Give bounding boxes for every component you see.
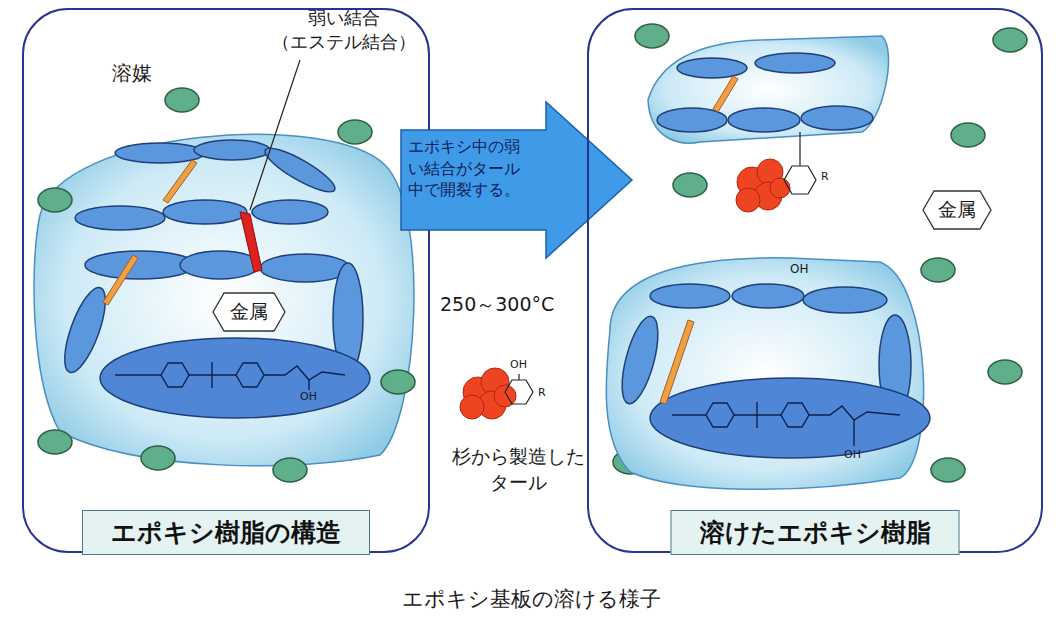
bisphenol-formula	[672, 402, 900, 446]
arrow-shape	[401, 102, 632, 258]
segments	[657, 53, 873, 132]
crosslink	[660, 320, 694, 404]
metal-hexagon: 金属	[212, 292, 286, 332]
weak-bond	[240, 212, 262, 272]
label: OH	[300, 390, 317, 403]
label: 250～300°C	[440, 292, 554, 318]
metal-hexagon: 金属	[922, 190, 992, 230]
panel-heading: エポキシ樹脂の構造	[82, 510, 370, 555]
metal-label: 金属	[922, 190, 992, 230]
label: OH	[510, 358, 527, 371]
resin-blob	[34, 134, 414, 466]
arrow-text: エポキシ中の弱 い結合がタール 中で開裂する。	[408, 136, 536, 201]
label: R	[821, 170, 829, 183]
hexagon-shape	[923, 191, 991, 229]
hexagon-shape	[213, 293, 285, 331]
crosslinks	[103, 160, 197, 305]
phenol-ring	[784, 132, 816, 194]
leader-line	[250, 60, 300, 210]
label: 杉から製造した タール	[448, 444, 588, 496]
bisphenol-formula	[115, 362, 345, 390]
tar-blob	[460, 368, 516, 419]
caption: エポキシ基板の溶ける様子	[402, 585, 661, 613]
resin-fragment	[648, 36, 889, 143]
label: OH	[790, 262, 808, 276]
panel: エポキシ樹脂の構造 金属	[22, 8, 430, 553]
label: R	[538, 386, 546, 399]
label: 溶媒	[112, 60, 152, 87]
solvent-molecules	[38, 24, 1027, 482]
label: 弱い結合 （エステル結合）	[268, 6, 420, 54]
panel-heading: 溶けたエポキシ樹脂	[671, 510, 960, 555]
segments	[615, 284, 930, 458]
panel: 溶けたエポキシ樹脂 金属	[587, 8, 1043, 553]
tar-blob	[736, 159, 790, 212]
segments	[56, 140, 370, 418]
process-arrow: エポキシ中の弱 い結合がタール 中で開裂する。	[400, 100, 634, 260]
crosslink	[713, 76, 738, 112]
metal-label: 金属	[212, 292, 286, 332]
arrow-outline	[400, 100, 634, 260]
label: OH	[844, 448, 861, 461]
phenol-ring	[505, 374, 533, 404]
